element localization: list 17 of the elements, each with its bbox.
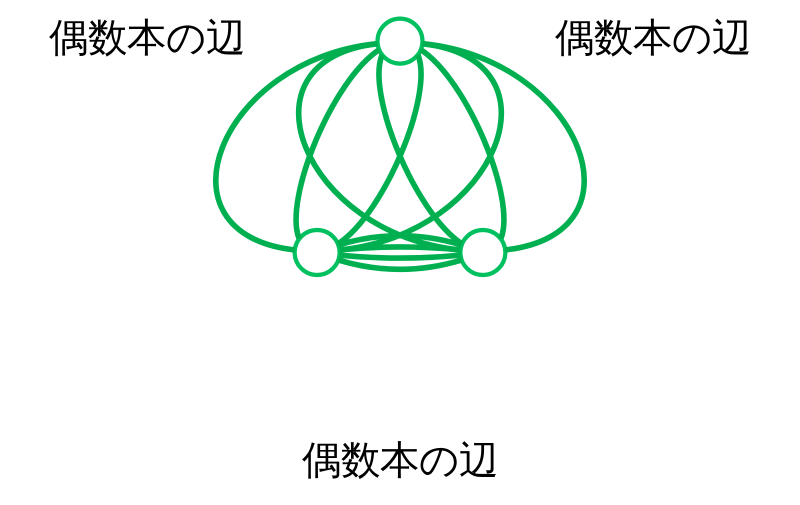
label: 偶数本の辺 bbox=[302, 438, 498, 484]
connector bbox=[294, 48, 381, 240]
connector bbox=[340, 244, 461, 253]
label: 偶数本の辺 bbox=[554, 16, 751, 61]
node-circle bbox=[292, 228, 342, 278]
connector bbox=[338, 257, 462, 272]
connector bbox=[376, 54, 464, 246]
connector bbox=[419, 48, 506, 240]
connector bbox=[340, 252, 461, 261]
connector bbox=[296, 40, 461, 253]
connector bbox=[339, 40, 504, 253]
node-circle bbox=[375, 16, 425, 66]
connector bbox=[338, 232, 462, 248]
connector bbox=[336, 54, 424, 246]
node-circle bbox=[458, 228, 508, 278]
label: 偶数本の辺 bbox=[49, 16, 246, 61]
connector bbox=[422, 40, 586, 253]
